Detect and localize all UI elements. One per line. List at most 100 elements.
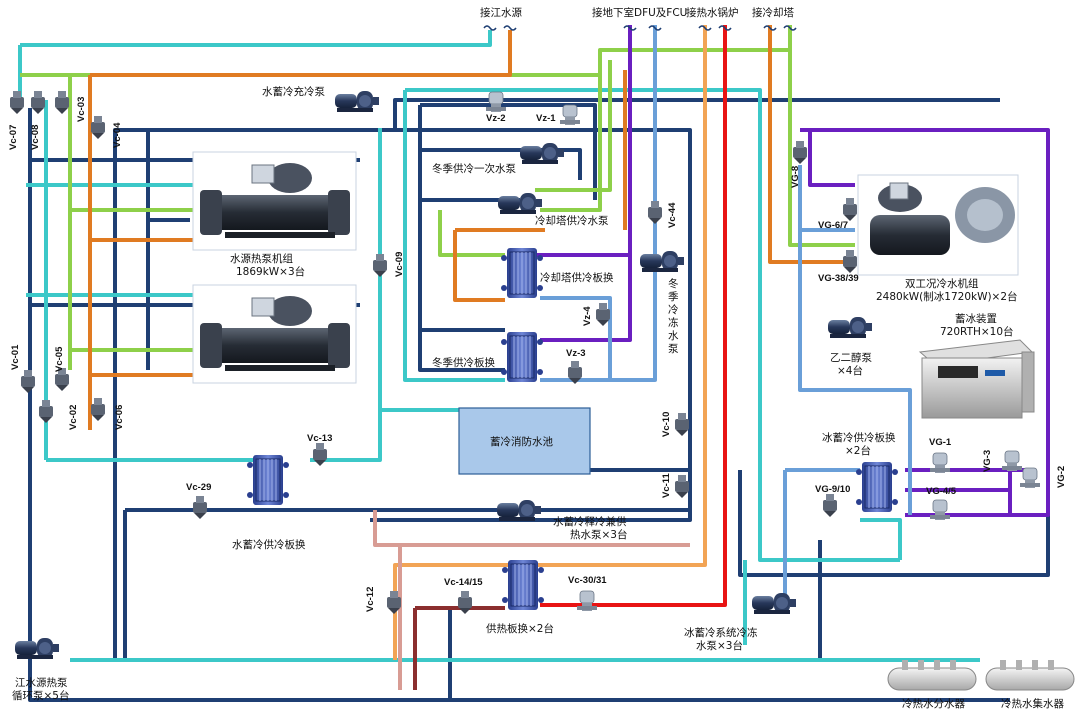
red-pipes	[540, 25, 727, 607]
valve-vc08	[31, 91, 45, 114]
tank-label: 蓄冷消防水池	[490, 435, 553, 448]
winter-hx-label: 冬季供冷板换	[432, 356, 495, 369]
heat-pump-unit-1	[192, 151, 357, 251]
label-vc07: Vc-07	[8, 125, 19, 150]
svg-text:冻: 冻	[668, 316, 679, 329]
label-vc09: Vc-09	[394, 252, 405, 277]
valve-vg3839	[843, 250, 857, 273]
ice-storage-spec: 720RTH×10台	[940, 325, 1014, 338]
label-vc44: Vc-44	[667, 202, 678, 228]
label-vc13: Vc-13	[307, 433, 332, 444]
heat-pump-unit-2	[192, 284, 357, 384]
valve-vg9-10	[823, 494, 837, 517]
valve-vc01	[21, 370, 35, 393]
label-vg2: VG-2	[1056, 466, 1067, 488]
purple-pipes	[535, 25, 1050, 517]
valve-vc44	[648, 201, 662, 224]
glycol-pump	[828, 317, 872, 338]
valve-vc09	[373, 254, 387, 277]
winter-primary-pump	[520, 143, 564, 164]
ice-hx-label-1: 冰蓄冷供冷板换	[822, 431, 896, 444]
svg-text:季: 季	[668, 291, 679, 303]
dark-blue-pipes	[28, 98, 1050, 702]
label-vz2: Vz-2	[486, 113, 506, 124]
label-vc11: Vc-11	[661, 472, 672, 498]
valve-vz2	[485, 91, 507, 113]
label-vg8: VG-8	[790, 166, 801, 188]
release-pump-label-2: 热水泵×3台	[570, 528, 627, 541]
pipe-network	[18, 25, 1050, 702]
heat-pump-name: 水源热泵机组	[230, 252, 293, 265]
valve-vg1	[929, 452, 951, 474]
label-vc03: Vc-03	[76, 97, 87, 122]
tower-source-label: 接冷却塔	[752, 6, 794, 19]
tower-cooling-hx	[500, 247, 544, 299]
orange-pipes	[88, 25, 855, 430]
hot-cold-collector	[985, 660, 1075, 691]
label-vg67: VG-6/7	[818, 220, 848, 231]
tower-hx-label: 冷却塔供冷板换	[540, 271, 614, 284]
valve-vc29	[193, 496, 207, 519]
label-vg9-10: VG-9/10	[815, 484, 850, 495]
cyan-pipes	[18, 30, 980, 662]
river-pump-label-1: 江水源热泵	[15, 676, 68, 689]
source-connectors	[483, 25, 797, 31]
winter-cooling-hx	[500, 331, 544, 383]
chiller-spec: 2480kW(制冰1720kW)×2台	[876, 290, 1018, 303]
ice-storage-unit	[918, 339, 1035, 419]
cold-storage-fire-tank	[458, 407, 591, 475]
label-vc01: Vc-01	[10, 344, 21, 370]
ice-storage-name: 蓄冰装置	[955, 312, 997, 325]
valve-vc03	[55, 91, 69, 114]
light-blue-pipes	[540, 25, 912, 600]
ice-pump-label-1: 冰蓄冷系统冷冻	[684, 626, 758, 639]
label-vc06: Vc-06	[114, 405, 125, 430]
ice-storage-hx	[855, 461, 899, 513]
river-source-label: 接江水源	[480, 6, 522, 19]
label-vc10: Vc-10	[661, 412, 672, 437]
valve-vz1	[559, 104, 581, 126]
heat-pump-spec: 1869kW×3台	[236, 265, 305, 278]
ice-hx-label-2: ×2台	[845, 444, 871, 457]
label-vg3839: VG-38/39	[818, 273, 859, 284]
tower-cool-pump	[498, 193, 542, 214]
svg-text:冬: 冬	[668, 277, 679, 290]
label-vz4: Vz-4	[582, 306, 593, 326]
winter-primary-pump-label: 冬季供冷一次水泵	[432, 162, 516, 175]
dual-mode-chiller	[857, 174, 1019, 276]
label-vc04: Vc-04	[112, 122, 123, 148]
hot-cold-distributor	[887, 660, 977, 691]
valve-vg67	[843, 198, 857, 221]
valve-vz4	[596, 303, 610, 326]
svg-text:水: 水	[668, 330, 679, 342]
label-vg3: VG-3	[982, 450, 993, 472]
valve-vg8	[793, 141, 807, 164]
tower-cool-pump-label: 冷却塔供冷水泵	[535, 214, 609, 227]
ice-chw-pump	[752, 593, 796, 614]
collector-label: 冷热水集水器	[1001, 697, 1064, 710]
valve-vc04	[91, 116, 105, 139]
winter-chw-pump-label: 冬 季 冷 冻 水 泵	[668, 277, 679, 355]
svg-text:冷: 冷	[668, 303, 679, 316]
label-vc14-15: Vc-14/15	[444, 577, 483, 588]
glycol-pump-spec: ×4台	[837, 364, 863, 377]
charge-pump	[335, 91, 379, 112]
label-vc12: Vc-12	[365, 587, 376, 612]
valve-vc30-31	[576, 590, 598, 612]
valve-vg3	[1001, 450, 1023, 472]
valve-vc06	[91, 398, 105, 421]
release-pump	[497, 500, 541, 521]
ice-pump-label-2: 水泵×3台	[696, 639, 743, 652]
label-vc05: Vc-05	[54, 346, 65, 372]
chiller-name: 双工况冷水机组	[905, 277, 979, 290]
label-vg45: VG-4/5	[926, 486, 957, 497]
boiler-source-label: 接热水锅炉	[686, 6, 739, 19]
valve-vc10	[675, 413, 689, 436]
label-vz1: Vz-1	[536, 113, 556, 124]
river-pump-label-2: 循环泵×5台	[12, 689, 69, 702]
release-pump-label-1: 水蓄冷释冷兼供	[553, 515, 627, 528]
dark-red-pipes	[413, 606, 505, 690]
label-vc30-31: Vc-30/31	[568, 575, 607, 586]
basement-source-label: 接地下室DFU及FCU	[592, 6, 687, 19]
